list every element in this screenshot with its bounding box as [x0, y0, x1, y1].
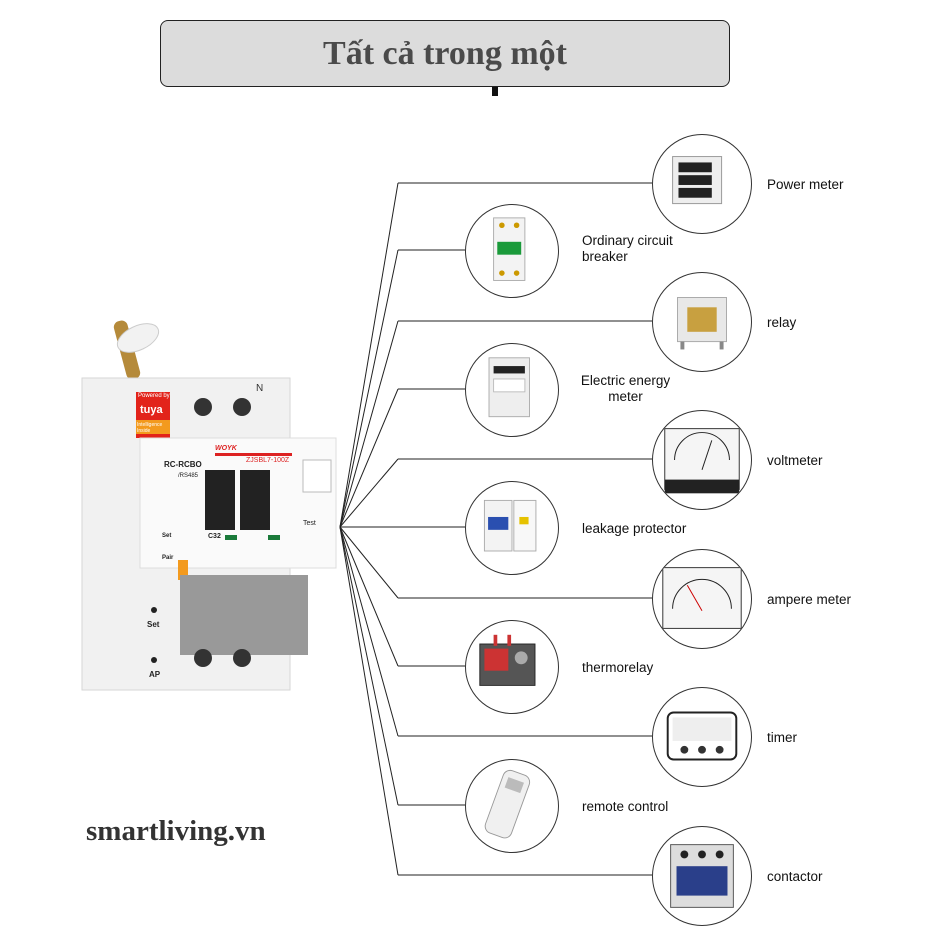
label-contactor: contactor [767, 869, 823, 884]
voltmeter-icon [652, 410, 752, 510]
smart-breaker-device: Powered by tuya Intelligence Inside N RC… [80, 320, 350, 700]
fan-line [339, 320, 399, 528]
thermorelay-icon [465, 620, 559, 714]
label-relay: relay [767, 315, 797, 330]
title-connector [492, 87, 498, 96]
title-banner: Tất cả trong một [160, 20, 730, 87]
relay-icon [652, 272, 752, 372]
tuya-logo: tuya [140, 404, 163, 416]
powered-by-text: Powered by [138, 393, 170, 399]
leakage-protector-icon [465, 481, 559, 575]
ampere-meter-icon [652, 549, 752, 649]
fan-line [339, 458, 399, 528]
power-meter-icon [652, 134, 752, 234]
label-power-meter: Power meter [767, 177, 844, 192]
pair-button-label: Pair [162, 555, 174, 561]
fan-line [339, 526, 399, 667]
remote-control-icon [465, 759, 559, 853]
label-timer: timer [767, 730, 797, 745]
test-label: Test [303, 520, 316, 527]
set-button-label: Set [162, 533, 172, 539]
energy-meter-icon [465, 343, 559, 437]
label-voltmeter: voltmeter [767, 453, 823, 468]
model-label: RC-RCBO [164, 460, 202, 469]
maker-label: WOYK [215, 445, 237, 452]
label-circuit-breaker: Ordinary circuit breaker [582, 233, 673, 264]
label-remote-control: remote control [582, 799, 669, 814]
fan-line [339, 526, 399, 876]
circuit-breaker-icon [465, 204, 559, 298]
ap-label: AP [149, 670, 161, 679]
label-energy-meter: Electric energy meter [580, 373, 671, 404]
contactor-icon [652, 826, 752, 926]
fan-line [339, 526, 399, 806]
neutral-label: N [256, 383, 264, 394]
brand-website: smartliving.vn [86, 815, 266, 847]
title: Tất cả trong một [323, 34, 567, 72]
fan-line [339, 182, 399, 528]
label-thermorelay: thermorelay [582, 660, 654, 675]
fan-line [339, 526, 399, 737]
rating-label: C32 [208, 533, 221, 540]
part-label: ZJSBL7-100Z [246, 457, 290, 464]
set-label: Set [147, 620, 160, 629]
timer-icon [652, 687, 752, 787]
intelligence-inside-text: Intelligence Inside [137, 422, 163, 434]
label-ampere-meter: ampere meter [767, 592, 852, 607]
rs485-label: /RS485 [178, 473, 199, 479]
label-leakage-protector: leakage protector [582, 521, 687, 536]
fan-line [339, 526, 399, 599]
fan-line [339, 249, 399, 528]
fan-line [339, 388, 399, 528]
